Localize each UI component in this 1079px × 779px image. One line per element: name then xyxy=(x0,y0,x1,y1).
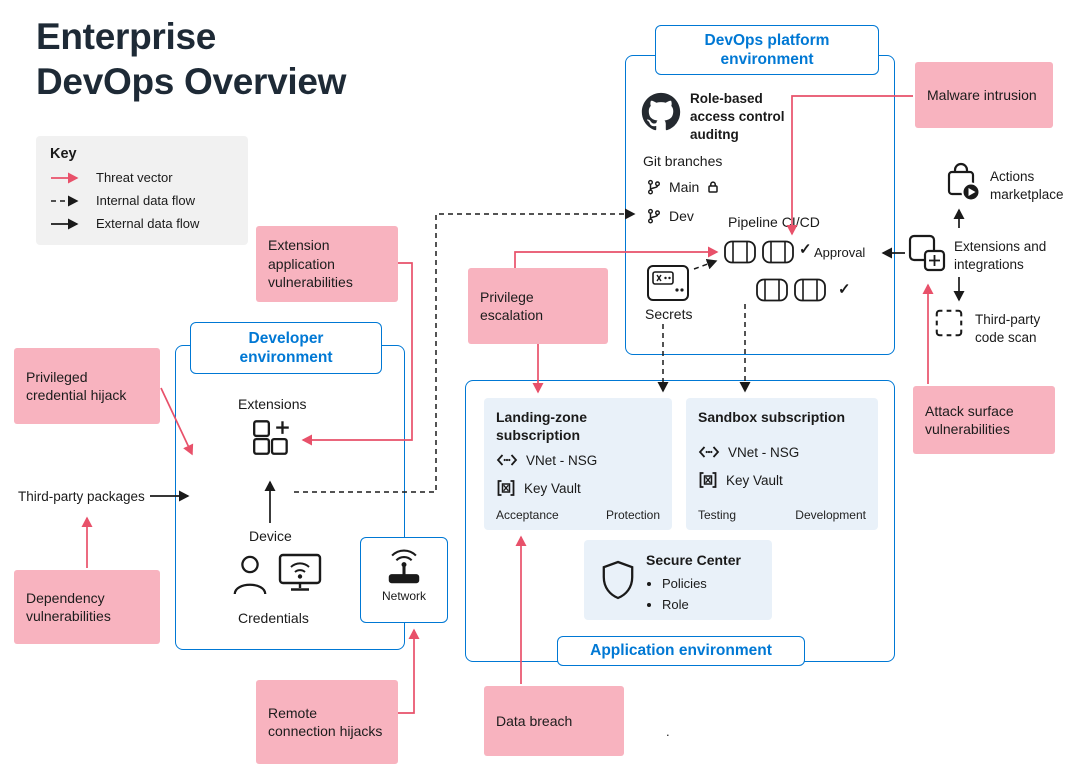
sandbox-title: Sandbox subscription xyxy=(698,409,846,425)
pipeline-check-icon: ✓ xyxy=(838,281,851,298)
key-vault-label: Key Vault xyxy=(524,480,581,496)
vnet-icon xyxy=(496,454,518,466)
secure-center-bullet-role: Role xyxy=(662,595,707,616)
developer-environment-title: Developer environment xyxy=(190,322,382,374)
legend-title: Key xyxy=(50,146,77,162)
vnet-label: VNet - NSG xyxy=(728,444,800,460)
threat-privileged-credential-hijack: Privileged credential hijack xyxy=(14,348,160,424)
stray-dot: . xyxy=(666,724,670,739)
branch-dev-row: Dev xyxy=(646,208,694,224)
branch-main-label: Main xyxy=(669,179,700,195)
landing-zone-subscription-box: Landing-zone subscription VNet - NSG Key… xyxy=(484,398,672,530)
legend-label: Threat vector xyxy=(96,170,173,185)
threat-extension-application-vulnerabilities: Extension application vulnerabilities xyxy=(256,226,398,302)
vnet-icon xyxy=(698,446,720,458)
extensions-integrations-label: Extensions and integrations xyxy=(954,239,1047,272)
secure-center-box: Secure Center Policies Role xyxy=(584,540,772,620)
legend-item-internal: Internal data flow xyxy=(50,193,234,208)
stage-testing: Testing xyxy=(698,508,737,522)
pipeline-stage-icons-row2 xyxy=(756,278,828,302)
sandbox-keyvault-row: Key Vault xyxy=(698,471,866,489)
threat-attack-surface-vulnerabilities: Attack surface vulnerabilities xyxy=(913,386,1055,454)
secrets-label: Secrets xyxy=(645,306,693,322)
legend-label: Internal data flow xyxy=(96,193,196,208)
pipeline-stage-icons-row1 xyxy=(724,240,796,264)
legend-item-external: External data flow xyxy=(50,216,234,231)
threat-remote-connection-hijacks: Remote connection hijacks xyxy=(256,680,398,764)
actions-marketplace-icon xyxy=(944,162,982,202)
secrets-icon xyxy=(646,264,690,302)
vnet-label: VNet - NSG xyxy=(526,452,598,468)
third-party-code-scan-icon xyxy=(933,307,965,339)
sandbox-stages: Testing Development xyxy=(698,508,866,522)
device-monitor-wifi-icon xyxy=(277,551,323,593)
landing-zone-title: Landing-zone subscription xyxy=(496,409,587,444)
threat-privilege-escalation: Privilege escalation xyxy=(468,268,608,344)
legend-item-threat: Threat vector xyxy=(50,170,234,185)
lock-icon xyxy=(708,181,719,193)
device-label: Device xyxy=(249,528,292,544)
key-vault-icon xyxy=(699,472,717,489)
threat-vector-arrow-icon xyxy=(51,172,79,183)
branch-dev-label: Dev xyxy=(669,208,694,224)
legend: Key Threat vector Internal data flow Ext… xyxy=(36,136,248,245)
network-box: Network xyxy=(360,537,448,623)
external-flow-arrow-icon xyxy=(51,218,79,229)
internal-flow-arrow-icon xyxy=(51,195,79,206)
extensions-label: Extensions xyxy=(238,396,307,412)
sandbox-subscription-box: Sandbox subscription VNet - NSG Key Vaul… xyxy=(686,398,878,530)
threat-malware-intrusion: Malware intrusion xyxy=(915,62,1053,128)
approval-check-icon: ✓ xyxy=(799,241,812,258)
stage-protection: Protection xyxy=(605,508,660,522)
approval-label: Approval xyxy=(814,245,866,260)
pipeline-label: Pipeline CI/CD xyxy=(728,214,820,230)
stage-development: Development xyxy=(795,508,866,522)
third-party-code-scan-label: Third-party code scan xyxy=(975,312,1041,345)
shield-icon xyxy=(602,560,634,600)
threat-data-breach: Data breach xyxy=(484,686,624,756)
stage-acceptance: Acceptance xyxy=(496,508,559,522)
sandbox-vnet-row: VNet - NSG xyxy=(698,443,866,461)
github-icon xyxy=(641,92,681,132)
landing-zone-vnet-row: VNet - NSG xyxy=(496,451,660,469)
credentials-label: Credentials xyxy=(238,610,309,626)
secure-center-list: Policies Role xyxy=(662,574,707,616)
network-icon xyxy=(388,549,420,584)
devops-platform-environment-title: DevOps platform environment xyxy=(655,25,879,75)
actions-marketplace-label: Actions marketplace xyxy=(990,169,1064,202)
page-title-line1: Enterprise xyxy=(36,16,217,57)
landing-zone-stages: Acceptance Protection xyxy=(496,508,660,522)
legend-label: External data flow xyxy=(96,216,200,231)
page-title: Enterprise DevOps Overview xyxy=(36,14,346,104)
git-branch-icon xyxy=(648,179,660,195)
git-branches-label: Git branches xyxy=(643,153,723,169)
extensions-icon xyxy=(250,416,294,458)
threat-dependency-vulnerabilities: Dependency vulnerabilities xyxy=(14,570,160,644)
page-title-line2: DevOps Overview xyxy=(36,61,347,103)
key-vault-label: Key Vault xyxy=(726,472,783,488)
secure-center-title: Secure Center xyxy=(646,552,741,568)
network-label: Network xyxy=(381,589,426,603)
landing-zone-keyvault-row: Key Vault xyxy=(496,479,660,497)
extensions-integrations-icon xyxy=(906,232,948,274)
key-vault-icon xyxy=(497,480,515,497)
secure-center-bullet-policies: Policies xyxy=(662,574,707,595)
credentials-person-icon xyxy=(230,552,270,598)
rbac-label: Role-based access control auditng xyxy=(690,91,785,142)
application-environment-title: Application environment xyxy=(557,636,805,666)
third-party-packages-label: Third-party packages xyxy=(18,489,145,504)
branch-main-row: Main xyxy=(646,179,720,195)
git-branch-icon xyxy=(648,208,660,224)
